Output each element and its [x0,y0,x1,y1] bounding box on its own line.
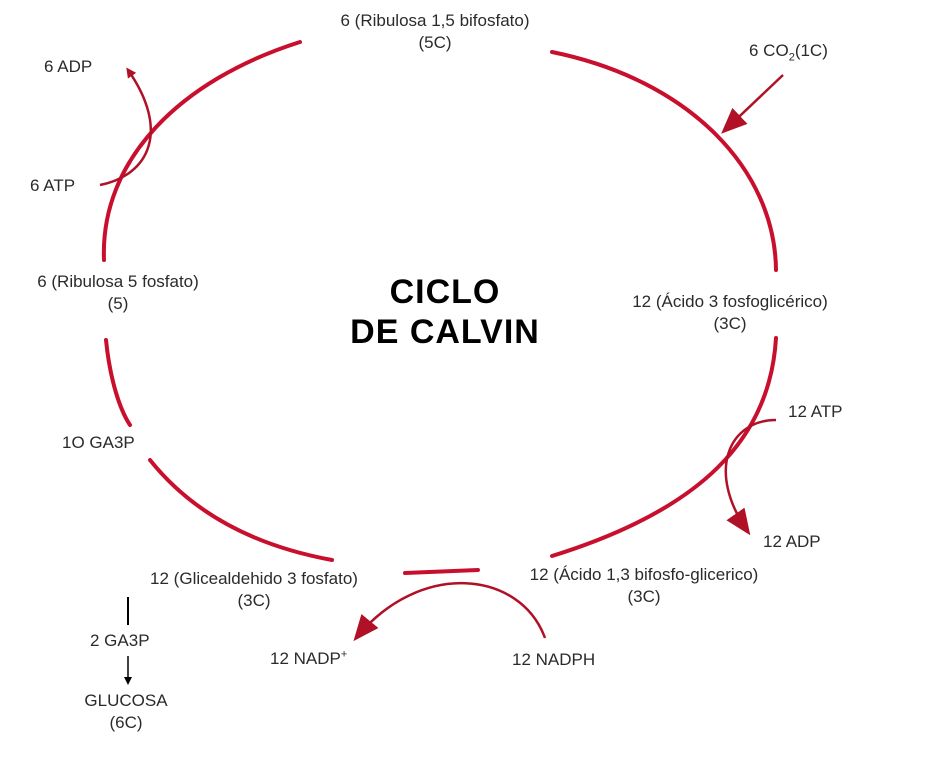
atp-adp-right-arrow [724,418,777,536]
cycle-arc-top-right [550,50,778,272]
stage-bpga: 12 (Ácido 1,3 bifosfo-glicerico) (3C) [488,564,800,608]
stage-pga-carbons: (3C) [713,314,747,333]
stage-g3p: 12 (Glicealdehido 3 fosfato) (3C) [108,568,400,612]
stage-pga-name: 12 (Ácido 3 fosfoglicérico) [632,292,828,311]
nadp-output: 12 NADP+ [270,648,347,670]
stage-rubp-name: 6 (Ribulosa 1,5 bifosfato) [340,11,530,30]
co2-entry-arrow [721,74,784,134]
nadp-superscript: + [340,648,348,661]
stage-ru5p-carbons: (5) [107,294,129,313]
title-line1: CICLO [389,273,501,311]
stage-ru5p: 6 (Ribulosa 5 fosfato) (5) [4,271,232,315]
output-ga3p: 2 GA3P [90,631,150,650]
title-line2: DE CALVIN [350,313,540,351]
nadph-nadp-arrow [353,581,547,642]
nadp-text: 12 NADP [270,649,341,668]
cycle-arc-bottom-link [403,568,480,575]
co2-subscript: 2 [788,51,795,64]
cycle-arc-left-lower [148,458,334,562]
nadph-input: 12 NADPH [512,650,596,669]
stage-g3p-name: 12 (Glicealdehido 3 fosfato) [150,569,358,588]
output-glucose-carbons: (6C) [109,713,143,732]
cycle-arc-right [550,336,778,558]
stage-rubp: 6 (Ribulosa 1,5 bifosfato) (5C) [300,10,570,54]
stage-bpga-name: 12 (Ácido 1,3 bifosfo-glicerico) [529,565,759,584]
stage-g3p-carbons: (3C) [237,591,271,610]
output-glucose-label: GLUCOSA [84,691,168,710]
cycle-arc-top-left [101,40,302,262]
diagram-title: CICLO DE CALVIN [330,272,560,352]
co2-input: 6 CO2(1C) [749,40,828,64]
cycle-arc-left-upper [104,338,132,427]
stage-bpga-carbons: (3C) [627,587,661,606]
stage-pga: 12 (Ácido 3 fosfoglicérico) (3C) [596,291,864,335]
adp-top: 6 ADP [44,57,93,76]
stage-ga3p-recycled: 1O GA3P [62,433,135,452]
output-glucose: GLUCOSA (6C) [60,690,192,734]
adp-right: 12 ADP [763,532,821,551]
stage-rubp-carbons: (5C) [418,33,452,52]
atp-right: 12 ATP [788,402,843,421]
atp-adp-top-arrow [99,67,152,187]
atp-top: 6 ATP [30,176,76,195]
co2-prefix: 6 CO [749,41,789,60]
co2-suffix: (1C) [794,41,828,60]
stage-ru5p-name: 6 (Ribulosa 5 fosfato) [37,272,199,291]
